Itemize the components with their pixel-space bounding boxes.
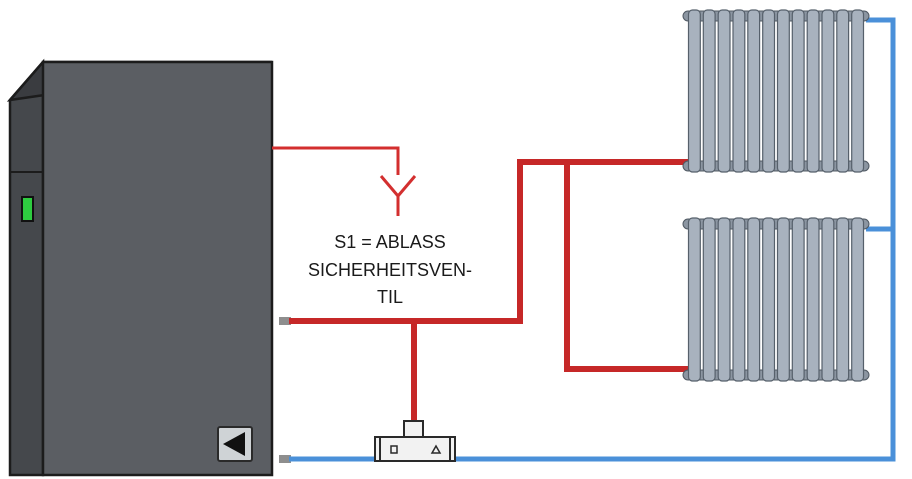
safety-valve-label: S1 = ABLASS SICHERHEITSVEN- TIL	[308, 232, 472, 307]
radiator-section	[806, 217, 820, 382]
boiler-front	[41, 60, 274, 477]
supply-branch-lower-radiator	[564, 162, 695, 372]
radiator-section	[776, 9, 790, 173]
boiler	[6, 58, 291, 477]
radiator-section	[806, 9, 820, 173]
radiator-section	[747, 217, 761, 382]
radiator-upper	[682, 9, 870, 173]
radiator-section	[702, 9, 716, 173]
radiator-section	[717, 9, 731, 173]
radiator-section	[687, 217, 701, 382]
pump-icon	[217, 426, 253, 462]
supply-connector	[279, 317, 291, 325]
label-line-1: S1 = ABLASS	[334, 232, 446, 252]
label-line-2: SICHERHEITSVEN-	[308, 260, 472, 280]
boiler-side-panel	[8, 58, 45, 477]
t-fitting-valve-icon	[374, 420, 456, 462]
radiator-section	[717, 217, 731, 382]
y-drain-icon	[379, 175, 417, 216]
radiator-section	[747, 9, 761, 173]
boiler-status-indicator	[21, 196, 34, 222]
safety-valve-line	[272, 146, 417, 216]
radiator-section	[821, 9, 835, 173]
radiator-section	[836, 9, 850, 173]
radiator-section	[791, 9, 805, 173]
radiator-section	[776, 217, 790, 382]
radiator-section	[762, 217, 776, 382]
radiator-section	[762, 9, 776, 173]
radiator-section	[687, 9, 701, 173]
radiator-lower	[682, 217, 870, 382]
radiator-section	[821, 217, 835, 382]
supply-pipe	[289, 159, 695, 425]
radiator-section	[732, 9, 746, 173]
radiator-section	[836, 217, 850, 382]
radiator-section	[851, 217, 865, 382]
radiator-section	[732, 217, 746, 382]
radiator-section	[791, 217, 805, 382]
radiator-section	[851, 9, 865, 173]
return-connector	[279, 455, 291, 463]
radiator-section	[702, 217, 716, 382]
label-line-3: TIL	[377, 287, 403, 307]
return-pipe	[289, 17, 896, 462]
